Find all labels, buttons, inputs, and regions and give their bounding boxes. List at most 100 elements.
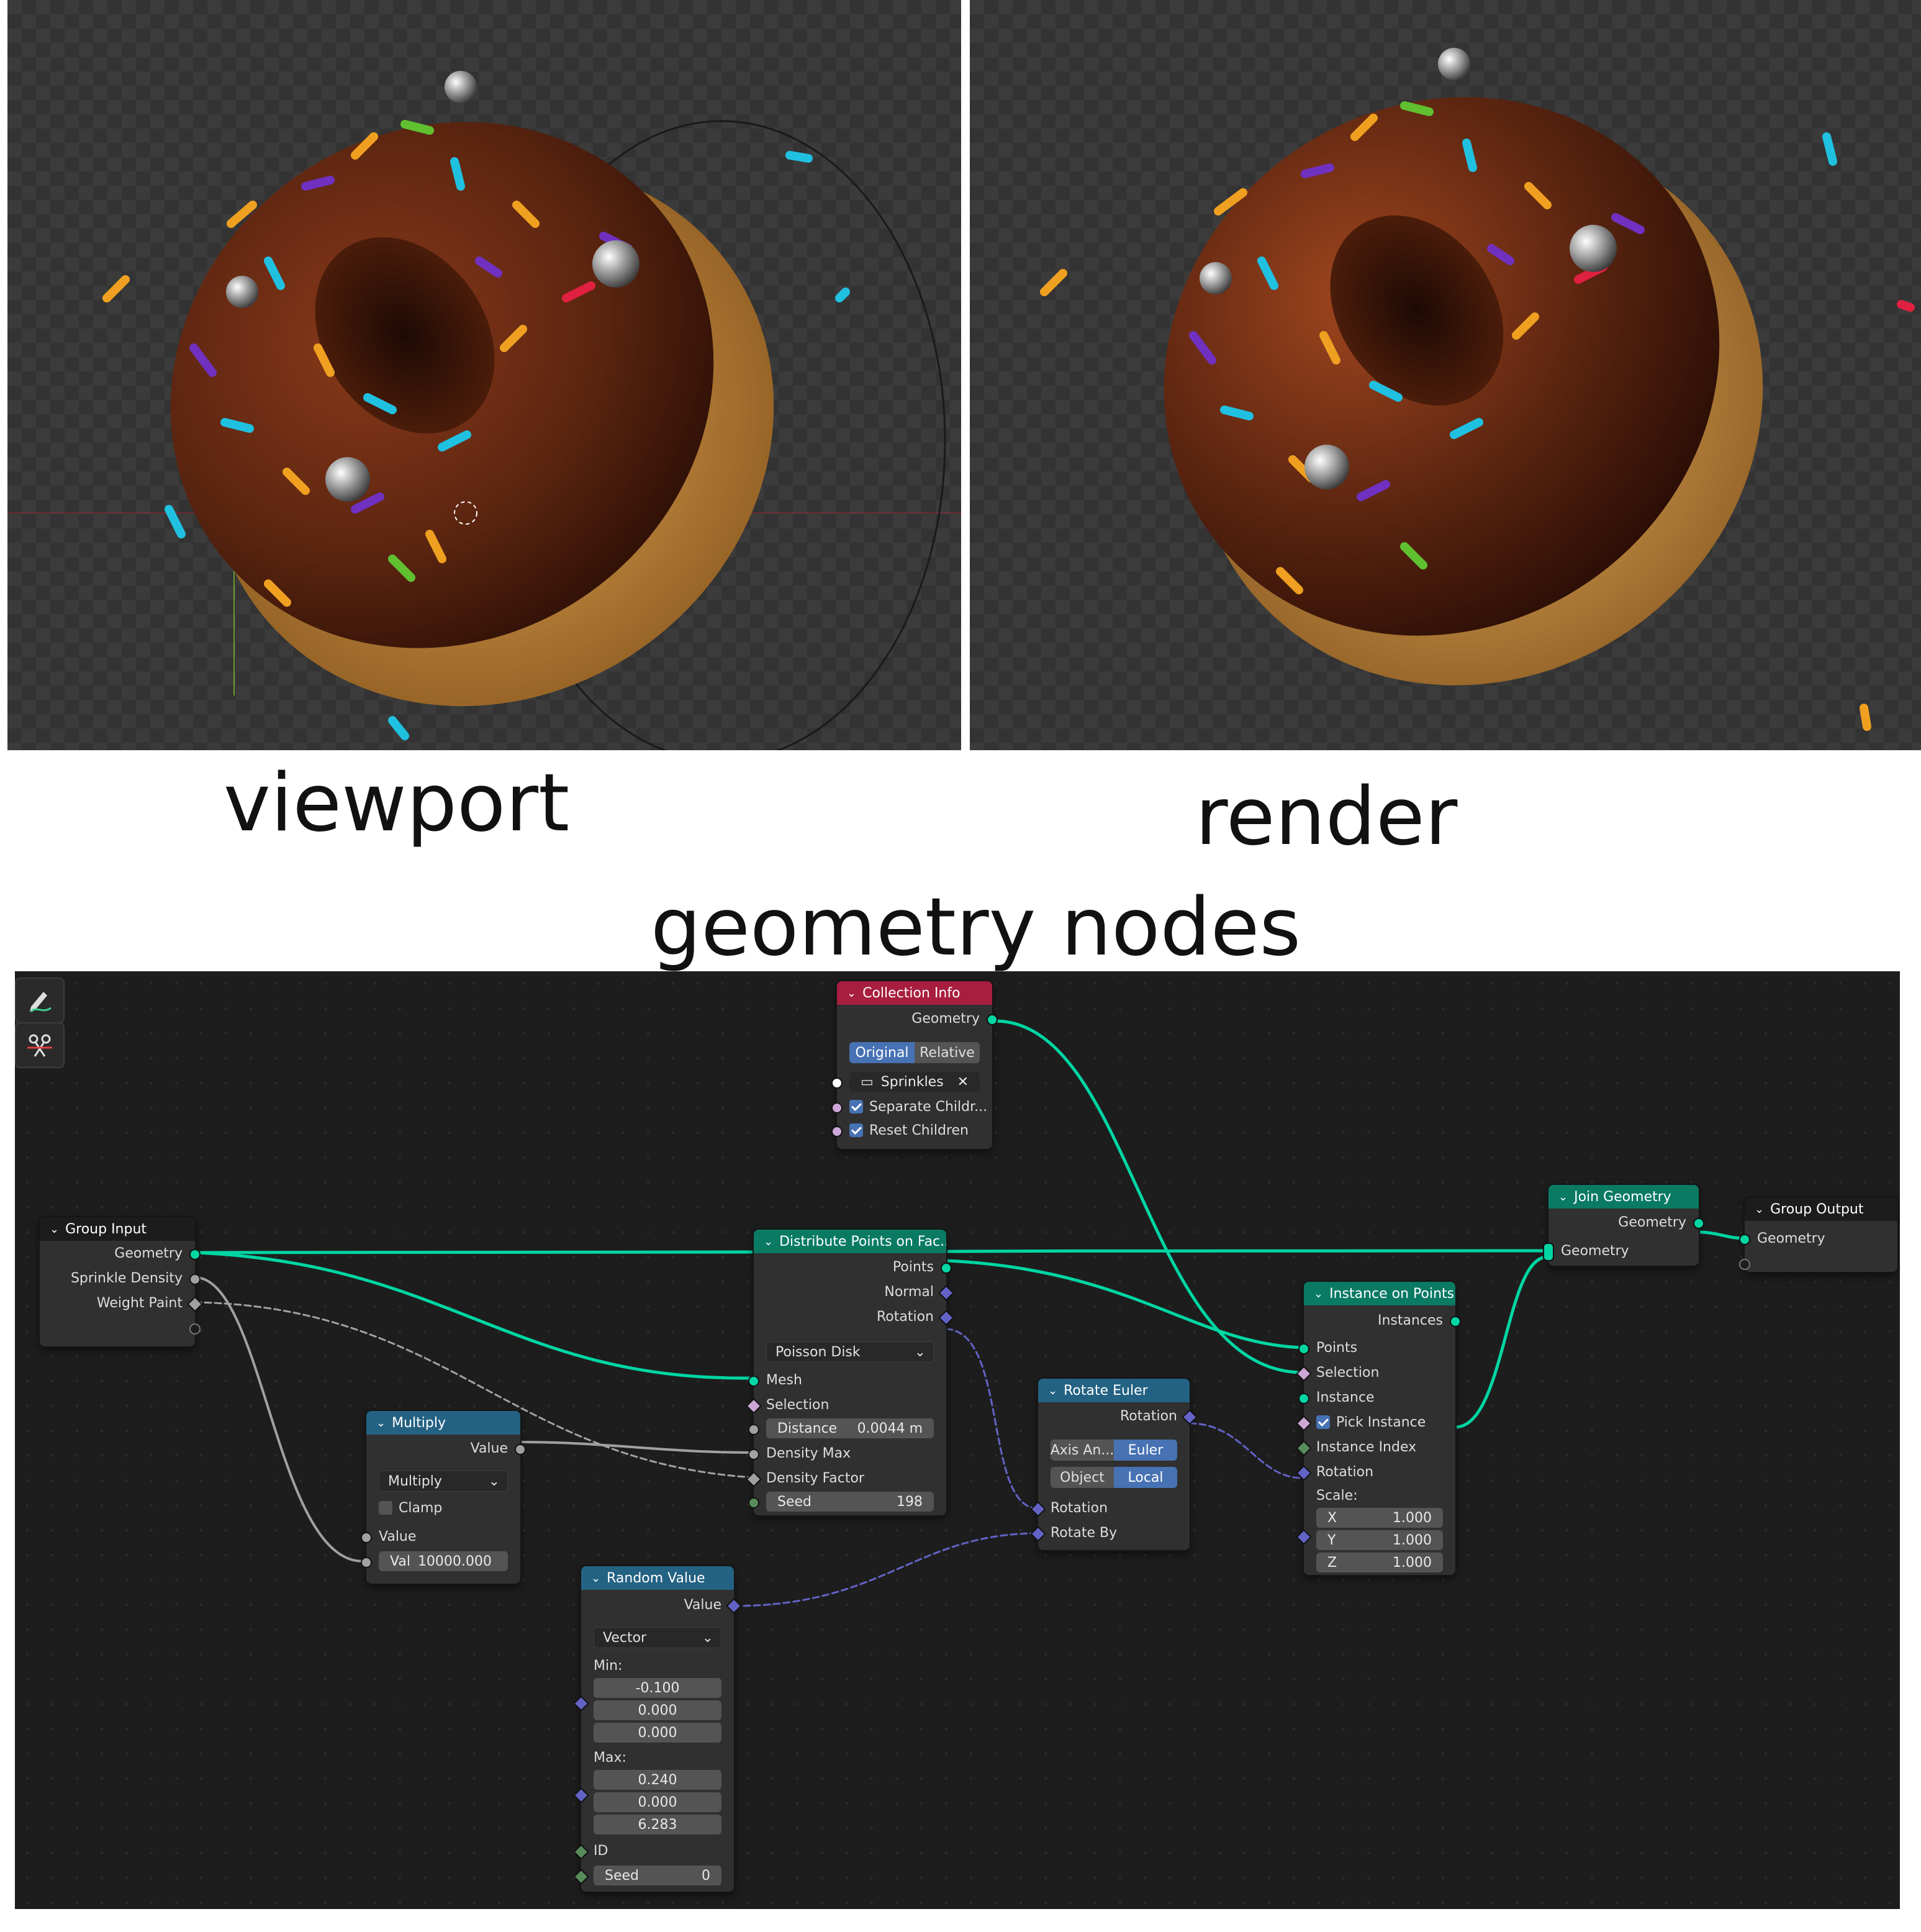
val-field[interactable]: Val 10000.000: [379, 1551, 508, 1571]
chevron-down-icon[interactable]: ⌄: [1314, 1287, 1324, 1300]
chevron-down-icon[interactable]: ⌄: [1048, 1384, 1058, 1397]
euler-option[interactable]: Euler: [1114, 1440, 1177, 1461]
max-y-field[interactable]: 0.000: [594, 1792, 721, 1812]
clear-icon[interactable]: ✕: [957, 1074, 969, 1090]
random-value-node[interactable]: ⌄ Random Value Value Vector ⌄ Min: -0.10…: [573, 1566, 742, 1892]
collection-info-node[interactable]: ⌄ Collection Info Geometry Original Rela…: [831, 981, 998, 1149]
seed-field[interactable]: Seed 0: [594, 1866, 721, 1885]
link-join-to-output: [1697, 1230, 1745, 1240]
distribute-points-header[interactable]: ⌄ Distribute Points on Fac...: [754, 1230, 946, 1253]
geometry-socket[interactable]: [1450, 1316, 1461, 1327]
scissors-icon: [27, 1034, 52, 1057]
instance-index-input: Instance Index: [1296, 1436, 1455, 1458]
group-input-header[interactable]: ⌄ Group Input: [40, 1217, 195, 1241]
separate-children-checkbox[interactable]: [849, 1100, 863, 1113]
chevron-down-icon[interactable]: ⌄: [847, 986, 857, 1000]
pick-instance-checkbox[interactable]: [1316, 1415, 1330, 1429]
multiply-header[interactable]: ⌄ Multiply: [366, 1411, 520, 1435]
geometry-socket[interactable]: [189, 1249, 201, 1260]
float-socket[interactable]: [361, 1532, 372, 1543]
geometry-socket[interactable]: [748, 1376, 759, 1387]
group-output-node[interactable]: ⌄ Group Output Geometry: [1739, 1197, 1897, 1272]
geometry-socket[interactable]: [987, 1014, 998, 1025]
distribute-method-select[interactable]: Poisson Disk ⌄: [766, 1341, 934, 1363]
relative-option[interactable]: Relative: [915, 1042, 980, 1063]
geometry-socket[interactable]: [1693, 1218, 1704, 1229]
max-x-field[interactable]: 0.240: [594, 1770, 721, 1790]
field-value: 1.000: [1393, 1510, 1432, 1526]
float-socket[interactable]: [189, 1274, 201, 1285]
join-geometry-node[interactable]: ⌄ Join Geometry Geometry Geometry: [1543, 1185, 1704, 1266]
float-socket[interactable]: [748, 1449, 759, 1460]
annotate-tool-button[interactable]: [15, 977, 65, 1023]
float-socket[interactable]: [515, 1444, 526, 1455]
geometry-socket[interactable]: [1298, 1393, 1309, 1404]
chevron-down-icon[interactable]: ⌄: [591, 1571, 601, 1585]
local-option[interactable]: Local: [1114, 1467, 1177, 1488]
group-input-node[interactable]: ⌄ Group Input Geometry Sprinkle Density …: [40, 1217, 203, 1346]
join-geometry-header[interactable]: ⌄ Join Geometry: [1548, 1185, 1699, 1209]
min-label: Min:: [594, 1658, 623, 1674]
rotate-euler-header[interactable]: ⌄ Rotate Euler: [1038, 1379, 1190, 1402]
link-multiply-to-density-max: [519, 1441, 754, 1454]
multi-input-socket[interactable]: [1543, 1243, 1554, 1261]
empty-socket[interactable]: [1739, 1259, 1750, 1270]
socket-label: Points: [892, 1259, 934, 1275]
geometry-socket[interactable]: [1298, 1343, 1309, 1354]
int-socket[interactable]: [748, 1497, 759, 1508]
chevron-down-icon[interactable]: ⌄: [376, 1416, 386, 1430]
node-title: Random Value: [607, 1570, 705, 1586]
geometry-socket[interactable]: [941, 1263, 952, 1274]
empty-socket[interactable]: [189, 1323, 201, 1335]
scale-x-field[interactable]: X 1.000: [1316, 1508, 1443, 1528]
chevron-down-icon[interactable]: ⌄: [1755, 1202, 1765, 1216]
axis-angle-option[interactable]: Axis An...: [1051, 1440, 1114, 1461]
operation-select[interactable]: Multiply ⌄: [379, 1471, 508, 1492]
clamp-checkbox[interactable]: [379, 1501, 392, 1515]
max-label-row: Max:: [581, 1746, 734, 1769]
value-output: Value: [581, 1594, 742, 1616]
group-output-header[interactable]: ⌄ Group Output: [1745, 1197, 1897, 1221]
reset-children-row[interactable]: Reset Children: [831, 1119, 992, 1141]
original-option[interactable]: Original: [849, 1042, 915, 1063]
bool-socket[interactable]: [831, 1102, 843, 1113]
seed-field[interactable]: Seed 198: [766, 1492, 934, 1512]
min-z-field[interactable]: 0.000: [594, 1723, 721, 1743]
cut-links-tool-button[interactable]: [15, 1022, 65, 1068]
bool-socket[interactable]: [831, 1126, 843, 1137]
scale-y-field[interactable]: Y 1.000: [1316, 1530, 1443, 1550]
float-socket[interactable]: [748, 1424, 759, 1435]
max-z-field[interactable]: 6.283: [594, 1815, 721, 1834]
instance-on-points-header[interactable]: ⌄ Instance on Points: [1304, 1282, 1455, 1305]
collection-info-header[interactable]: ⌄ Collection Info: [837, 981, 992, 1005]
points-input: Points: [1298, 1336, 1455, 1359]
reset-children-checkbox[interactable]: [849, 1123, 863, 1137]
node-editor[interactable]: ⌄ Collection Info Geometry Original Rela…: [15, 971, 1900, 1909]
distance-field[interactable]: Distance 0.0044 m: [766, 1418, 934, 1438]
float-socket[interactable]: [361, 1557, 372, 1568]
scale-z-field[interactable]: Z 1.000: [1316, 1553, 1443, 1572]
data-type-select[interactable]: Vector ⌄: [594, 1627, 721, 1648]
chevron-down-icon[interactable]: ⌄: [764, 1235, 774, 1248]
chevron-down-icon[interactable]: ⌄: [1558, 1190, 1568, 1204]
rotate-euler-node[interactable]: ⌄ Rotate Euler Rotation Axis An... Euler…: [1030, 1379, 1198, 1550]
collection-field[interactable]: ▭ Sprinkles ✕: [849, 1072, 980, 1092]
separate-children-row[interactable]: Separate Childr...: [831, 1095, 992, 1118]
rotation-type-toggle[interactable]: Axis An... Euler: [1051, 1440, 1177, 1461]
geometry-output: Geometry: [1548, 1211, 1704, 1233]
instance-on-points-node[interactable]: ⌄ Instance on Points Instances Points Se…: [1296, 1282, 1461, 1575]
min-x-field[interactable]: -0.100: [594, 1678, 721, 1698]
transform-space-toggle[interactable]: Original Relative: [849, 1042, 980, 1063]
chevron-down-icon[interactable]: ⌄: [50, 1222, 60, 1236]
min-y-field[interactable]: 0.000: [594, 1700, 721, 1720]
multiply-node[interactable]: ⌄ Multiply Value Multiply ⌄ Clamp Value …: [361, 1411, 526, 1584]
pick-instance-input[interactable]: Pick Instance: [1296, 1411, 1455, 1433]
collection-socket[interactable]: [831, 1077, 843, 1089]
object-option[interactable]: Object: [1051, 1467, 1114, 1488]
clamp-row[interactable]: Clamp: [366, 1497, 520, 1519]
space-toggle[interactable]: Object Local: [1051, 1467, 1177, 1488]
geometry-socket[interactable]: [1739, 1234, 1750, 1245]
socket-label: Rotate By: [1051, 1525, 1118, 1541]
random-value-header[interactable]: ⌄ Random Value: [581, 1566, 734, 1590]
distribute-points-node[interactable]: ⌄ Distribute Points on Fac... Points Nor…: [746, 1230, 954, 1515]
